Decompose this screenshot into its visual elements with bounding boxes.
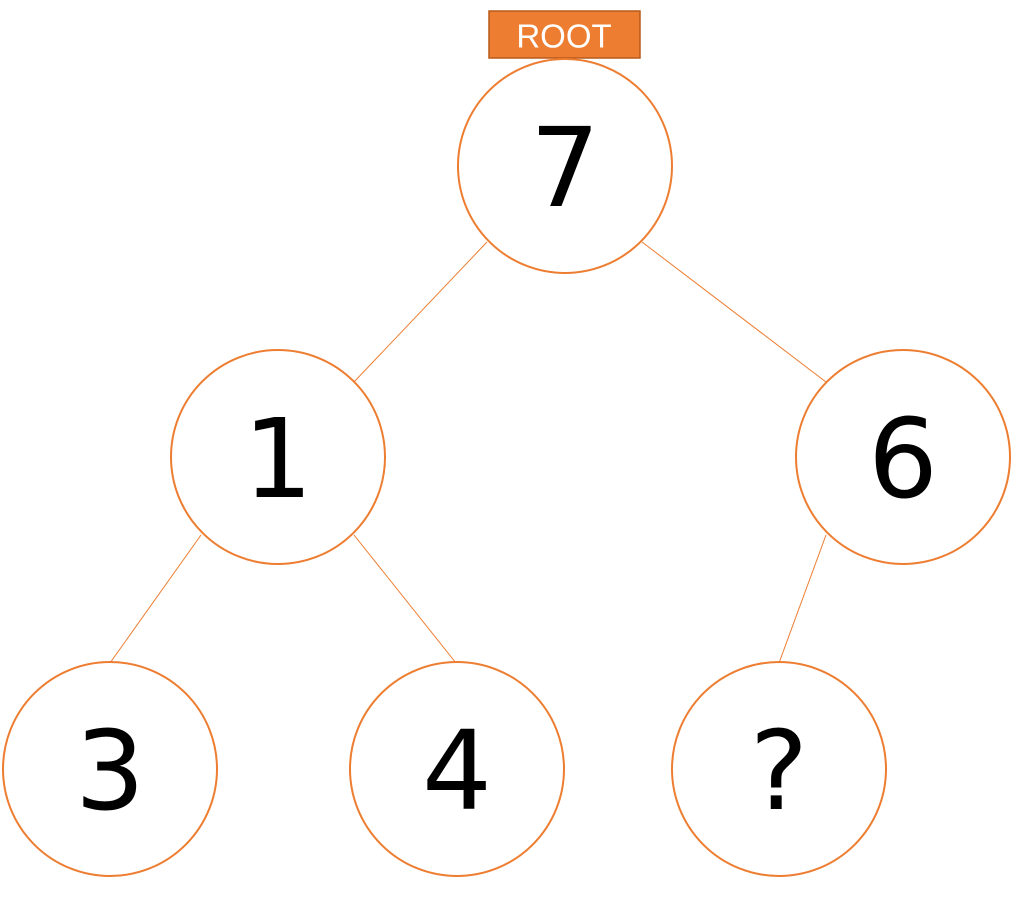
- tree-node-left: 1: [170, 349, 386, 565]
- edge-left-to-left-right: [353, 534, 457, 664]
- node-circle: [2, 661, 218, 877]
- tree-node-left-right: 4: [349, 661, 565, 877]
- node-circle: [457, 58, 673, 274]
- tree-node-left-left: 3: [2, 661, 218, 877]
- node-value: 4: [422, 707, 492, 835]
- node-circle: [671, 661, 887, 877]
- node-value: 1: [243, 395, 313, 523]
- edge-root-to-right: [641, 241, 827, 383]
- root-badge-box: [488, 10, 641, 59]
- root-badge-label: ROOT: [516, 18, 611, 55]
- tree-node-root: 7: [457, 58, 673, 274]
- node-circle: [349, 661, 565, 877]
- edge-right-to-right-left: [778, 534, 827, 664]
- root-badge: ROOT: [488, 10, 641, 59]
- node-value: 3: [75, 707, 145, 835]
- node-circle: [170, 349, 386, 565]
- node-value: 7: [530, 104, 600, 232]
- tree-node-right: 6: [795, 349, 1011, 565]
- edge-left-to-left-left: [109, 534, 202, 664]
- tree-node-right-left: ?: [671, 661, 887, 877]
- node-value: ?: [750, 707, 808, 835]
- node-circle: [795, 349, 1011, 565]
- edge-root-to-left: [353, 241, 488, 383]
- node-value: 6: [868, 395, 938, 523]
